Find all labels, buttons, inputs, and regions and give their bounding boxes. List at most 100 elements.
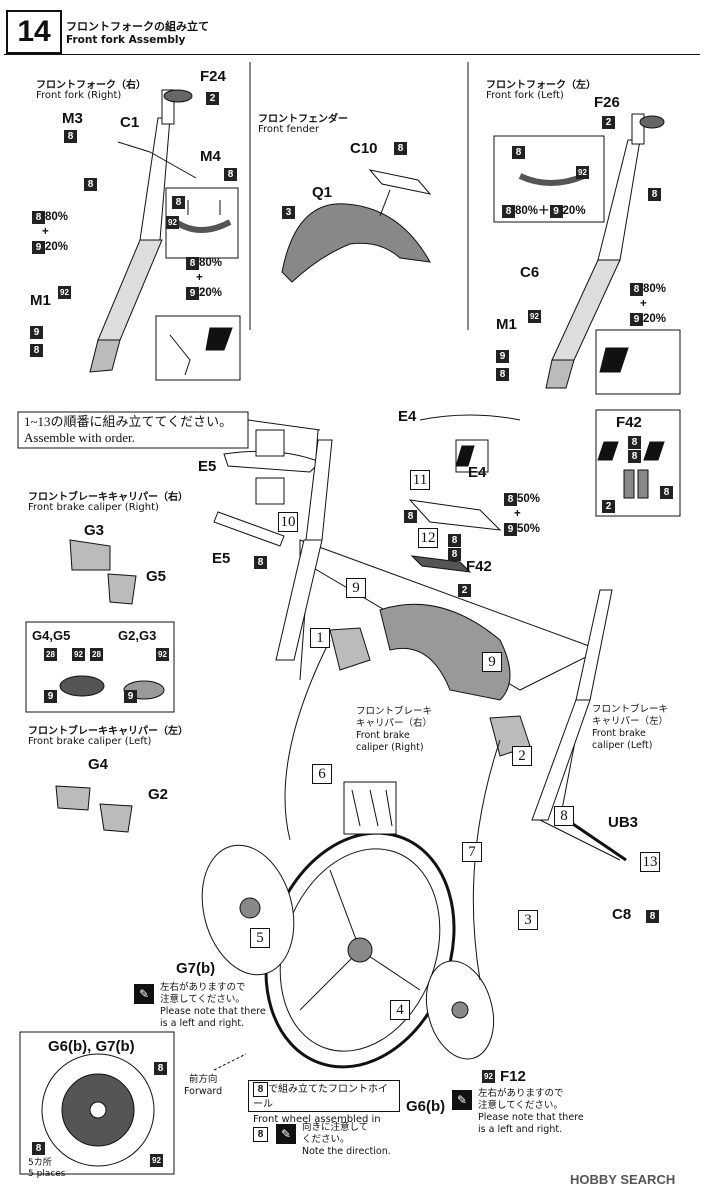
label-C10: C10 (350, 140, 378, 157)
color-28: 28 (44, 648, 57, 661)
step-number: 14 (6, 10, 62, 54)
label-C8: C8 (612, 906, 632, 923)
label-M3: M3 (62, 110, 83, 127)
color-92: 92 (166, 216, 179, 229)
color-8: 8 (512, 146, 525, 159)
caliper-right-title-ja: フロントブレーキキャリパー（右） (28, 492, 188, 503)
order-4: 4 (390, 1000, 410, 1020)
label-G2: G2 (148, 786, 169, 803)
warning-icon: ✎ (276, 1124, 296, 1144)
label-E5-bottom: E5 (212, 550, 231, 567)
color-9: 9 (496, 350, 509, 363)
color-8: 8 (448, 534, 461, 547)
disc-detail-title: G6(b), G7(b) (48, 1038, 135, 1055)
color-8: 8 (660, 486, 673, 499)
label-E4-top: E4 (398, 408, 417, 425)
color-8: 8 (32, 1142, 45, 1155)
color-8: 8 (448, 548, 461, 561)
color-8: 8 (172, 196, 185, 209)
color-9: 9 (124, 690, 137, 703)
note-direction: 向きに注意してください。 Note the direction. (302, 1122, 391, 1157)
color-2: 2 (602, 500, 615, 513)
order-2: 2 (512, 746, 532, 766)
fender-title-en: Front fender (258, 124, 320, 135)
color-92: 92 (58, 286, 71, 299)
color-8: 8 (504, 493, 517, 506)
color-8: 8 (404, 510, 417, 523)
label-F26: F26 (594, 94, 620, 111)
color-9: 9 (504, 523, 517, 536)
caliper-right-title-en: Front brake caliper (Right) (28, 502, 159, 513)
color-9: 9 (44, 690, 57, 703)
color-2: 2 (206, 92, 219, 105)
color-92: 92 (150, 1154, 163, 1167)
note-left-right-1: 左右がありますので注意してください。 Please note that ther… (160, 982, 266, 1029)
label-G4G5: G4,G5 (32, 628, 71, 643)
color-9: 9 (549, 205, 563, 218)
order-12: 12 (418, 528, 438, 548)
label-G7b: G7(b) (176, 960, 216, 977)
order-9: 9 (346, 578, 366, 598)
color-92: 92 (72, 648, 85, 661)
color-8: 8 (502, 205, 515, 218)
color-8: 8 (64, 130, 77, 143)
label-G3: G3 (84, 522, 105, 539)
order-11: 11 (410, 470, 430, 490)
warning-icon: ✎ (452, 1090, 472, 1110)
color-8: 8 (186, 257, 199, 270)
label-E5-top: E5 (198, 458, 217, 475)
label-G5: G5 (146, 568, 167, 585)
label-F42-box: F42 (616, 414, 642, 431)
color-28: 28 (90, 648, 103, 661)
order-7: 7 (462, 842, 482, 862)
watermark: HOBBY SEARCH (570, 1172, 676, 1187)
order-9b: 9 (482, 652, 502, 672)
color-8: 8 (30, 344, 43, 357)
color-92: 92 (576, 166, 589, 179)
color-2: 2 (602, 116, 615, 129)
color-8: 8 (496, 368, 509, 381)
order-instruction: 1~13の順番に組み立ててください。 Assemble with order. (24, 414, 233, 445)
color-2: 2 (458, 584, 471, 597)
color-8: 8 (32, 211, 45, 224)
label-C1: C1 (120, 114, 140, 131)
color-8: 8 (628, 450, 641, 463)
label-G2G3: G2,G3 (118, 628, 157, 643)
label-M1-left: M1 (496, 316, 517, 333)
order-5: 5 (250, 928, 270, 948)
label-C6: C6 (520, 264, 540, 281)
fender-title-ja: フロントフェンダー (258, 114, 348, 125)
fork-right-title-en: Front fork (Right) (36, 90, 122, 101)
color-92: 92 (528, 310, 541, 323)
title-en: Front fork Assembly (66, 34, 186, 46)
label-E4-mid: E4 (468, 464, 487, 481)
order-6: 6 (312, 764, 332, 784)
caliper-left-title-ja: フロントブレーキキャリパー（左） (28, 726, 188, 737)
caliper-left-title-en: Front brake caliper (Left) (28, 736, 152, 747)
label-UB3: UB3 (608, 814, 639, 831)
color-9: 9 (32, 241, 45, 254)
fork-left-title-ja: フロントフォーク（左） (486, 80, 596, 91)
color-8: 8 (646, 910, 659, 923)
note-left-right-2: 左右がありますので注意してください。 Please note that ther… (478, 1088, 584, 1135)
order-3: 3 (518, 910, 538, 930)
label-Q1: Q1 (312, 184, 333, 201)
color-9: 9 (186, 287, 199, 300)
order-13: 13 (640, 852, 660, 872)
color-8: 8 (648, 188, 661, 201)
order-8: 8 (554, 806, 574, 826)
order-10: 10 (278, 512, 298, 532)
label-F12: F12 (500, 1068, 526, 1085)
color-8: 8 (630, 283, 643, 296)
color-92: 92 (482, 1070, 495, 1083)
color-9: 9 (30, 326, 43, 339)
label-G4: G4 (88, 756, 109, 773)
